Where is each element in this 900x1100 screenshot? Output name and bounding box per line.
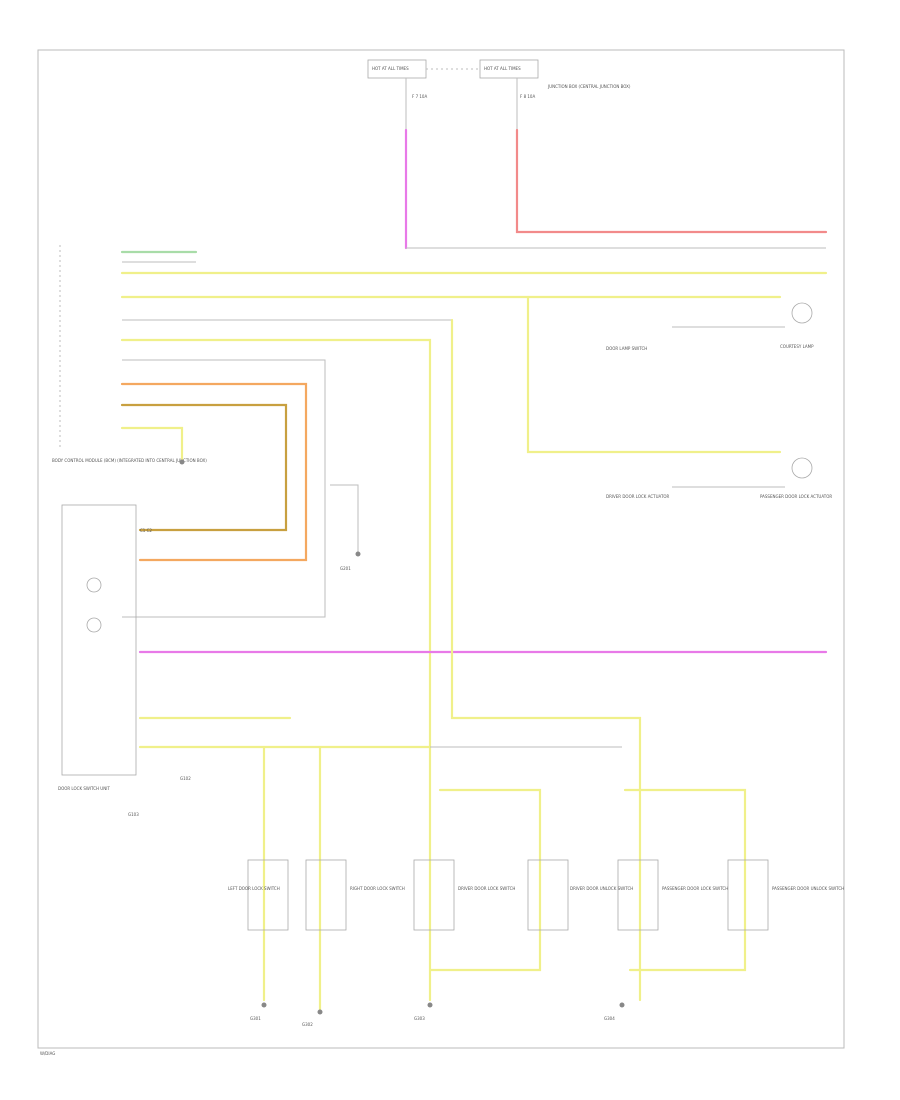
switch-box-3 bbox=[413, 859, 455, 931]
switch-box-1 bbox=[247, 859, 289, 931]
ground-label-2: G302 bbox=[302, 1022, 313, 1027]
switch-label-1: LEFT DOOR LOCK SWITCH bbox=[228, 886, 280, 891]
switch-label-6: PASSENGER DOOR UNLOCK SWITCH bbox=[772, 886, 844, 891]
red-feed-wire bbox=[515, 128, 828, 234]
switch-box-6 bbox=[727, 859, 769, 931]
switch-label-4: DRIVER DOOR UNLOCK SWITCH bbox=[570, 886, 633, 891]
switch-drop-3 bbox=[428, 788, 542, 972]
connector-label: C1 C2 bbox=[140, 528, 152, 533]
switch-drop-4 bbox=[623, 788, 747, 972]
courtesy-lamp-label: COURTESY LAMP bbox=[780, 344, 814, 349]
courtesy-lamp-2 bbox=[791, 457, 813, 479]
switch-label-5: PASSENGER DOOR LOCK SWITCH bbox=[662, 886, 728, 891]
ground-point-4 bbox=[619, 1002, 625, 1008]
fuse-label-1: HOT AT ALL TIMES bbox=[372, 66, 409, 71]
yellow-output-wire bbox=[120, 338, 432, 1002]
switch-box-2 bbox=[305, 859, 347, 931]
rf-lock-motor-label: PASSENGER DOOR LOCK ACTUATOR bbox=[760, 494, 832, 499]
brown-output-wire bbox=[120, 403, 288, 532]
switch-label-2: RIGHT DOOR LOCK SWITCH bbox=[350, 886, 405, 891]
unit-switch-2 bbox=[86, 617, 102, 633]
fuse-box-2 bbox=[479, 59, 539, 79]
orange-output-wire bbox=[120, 382, 308, 562]
grey-output-wire bbox=[122, 359, 326, 618]
door-lock-switch-unit bbox=[61, 504, 137, 776]
fuse-1: F 7 10A bbox=[412, 94, 427, 99]
courtesy-lamp-1 bbox=[791, 302, 813, 324]
rf-ground-label: G103 bbox=[128, 812, 139, 817]
ground-label-4: G304 bbox=[604, 1016, 615, 1021]
switch-label-3: DRIVER DOOR LOCK SWITCH bbox=[458, 886, 515, 891]
door-lock-unit-label: DOOR LOCK SWITCH UNIT bbox=[58, 786, 110, 791]
bcm-label: BODY CONTROL MODULE (BCM) (INTEGRATED IN… bbox=[52, 458, 207, 463]
fuse-2: F 8 10A bbox=[520, 94, 535, 99]
junction-note: JUNCTION BOX (CENTRAL JUNCTION BOX) bbox=[547, 84, 631, 89]
ground-point-bcm bbox=[179, 459, 185, 465]
switch-box-5 bbox=[617, 859, 659, 931]
ground-label-1: G301 bbox=[250, 1016, 261, 1021]
ground-point-1 bbox=[261, 1002, 267, 1008]
center-ground-label: G201 bbox=[340, 566, 351, 571]
ground-point-3 bbox=[427, 1002, 433, 1008]
ground-label-3: G303 bbox=[414, 1016, 425, 1021]
center-ground-wire bbox=[330, 484, 359, 552]
lf-lock-motor-label: DRIVER DOOR LOCK ACTUATOR bbox=[606, 494, 670, 499]
ground-point-2 bbox=[317, 1009, 323, 1015]
yellow-lamp-feed-wire bbox=[526, 295, 782, 454]
lamp-switch-label: DOOR LAMP SWITCH bbox=[606, 346, 647, 351]
yellow-short-wire bbox=[120, 426, 184, 462]
yellow-right-bus bbox=[450, 318, 642, 1002]
corner-label: W/DIAG bbox=[40, 1051, 55, 1056]
fuse-label-2: HOT AT ALL TIMES bbox=[484, 66, 521, 71]
diagram-frame bbox=[37, 49, 845, 1049]
center-ground-point bbox=[355, 551, 361, 557]
unit-switch-1 bbox=[86, 577, 102, 593]
lf-ground-label: G102 bbox=[180, 776, 191, 781]
switch-box-4 bbox=[527, 859, 569, 931]
